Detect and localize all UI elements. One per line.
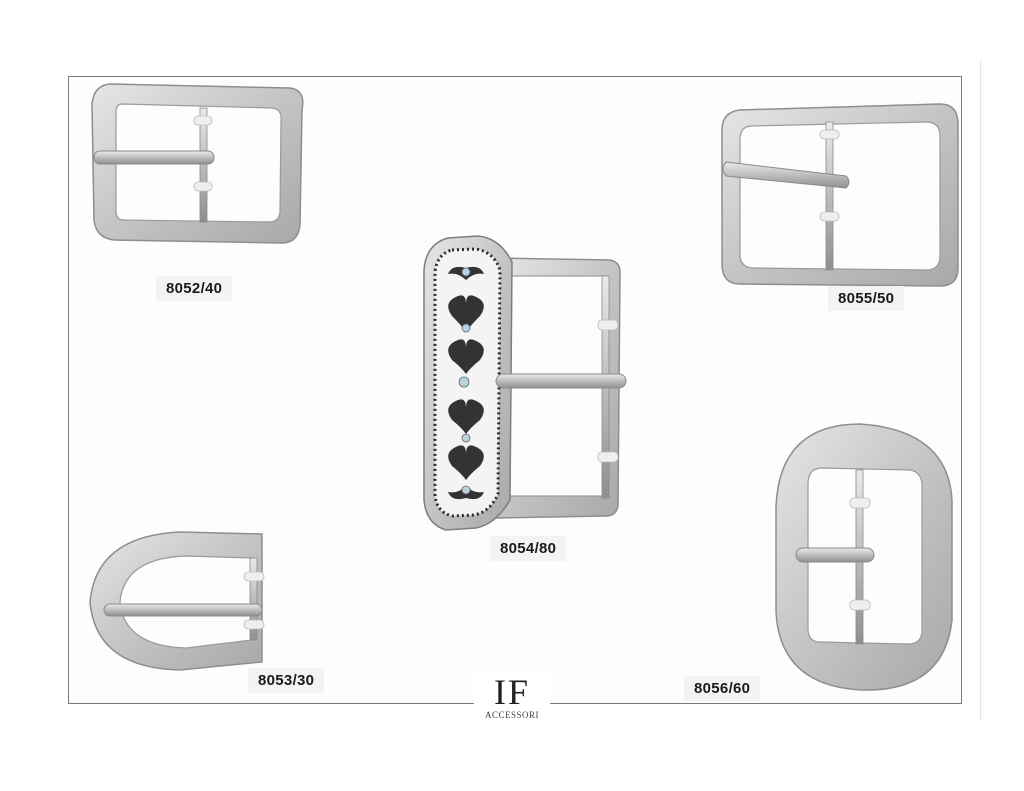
buckle-crossbar xyxy=(199,107,208,223)
buckle-keeper xyxy=(849,599,871,611)
product-code-8056: 8056/60 xyxy=(684,676,761,701)
rhinestones xyxy=(458,267,471,495)
buckle-keeper xyxy=(243,619,265,630)
brand-subtitle: ACCESSORI xyxy=(484,710,539,720)
buckle-prong xyxy=(103,603,263,617)
buckle-keeper xyxy=(597,319,619,331)
brand-logo: IF ACCESSORI xyxy=(474,670,550,720)
buckle-keeper xyxy=(597,451,619,463)
product-code-8055: 8055/50 xyxy=(828,286,905,311)
buckle-keeper xyxy=(819,211,840,222)
buckle-8052-40 xyxy=(91,83,304,244)
product-code-8053: 8053/30 xyxy=(248,668,325,693)
buckle-keeper xyxy=(243,571,265,582)
buckle-crossbar xyxy=(249,557,258,641)
buckle-8053-30 xyxy=(89,531,265,671)
product-code-8052: 8052/40 xyxy=(156,276,233,301)
buckle-opening xyxy=(739,121,941,271)
product-code-8054: 8054/80 xyxy=(490,536,567,561)
buckle-prong xyxy=(795,547,875,563)
buckle-8055-50 xyxy=(721,103,959,287)
buckle-prong xyxy=(495,373,627,389)
buckle-keeper xyxy=(193,115,213,126)
buckle-opening xyxy=(119,555,253,649)
buckle-crossbar xyxy=(825,121,834,271)
buckle-keeper xyxy=(193,181,213,192)
buckle-prong xyxy=(93,150,215,165)
buckle-keeper xyxy=(849,497,871,509)
buckle-8056-60 xyxy=(775,423,953,691)
buckle-8054-80 xyxy=(423,235,627,531)
brand-mark: IF xyxy=(493,672,530,712)
buckle-keeper xyxy=(819,129,840,140)
buckle-prong xyxy=(722,161,850,189)
page-edge-line xyxy=(980,60,981,720)
